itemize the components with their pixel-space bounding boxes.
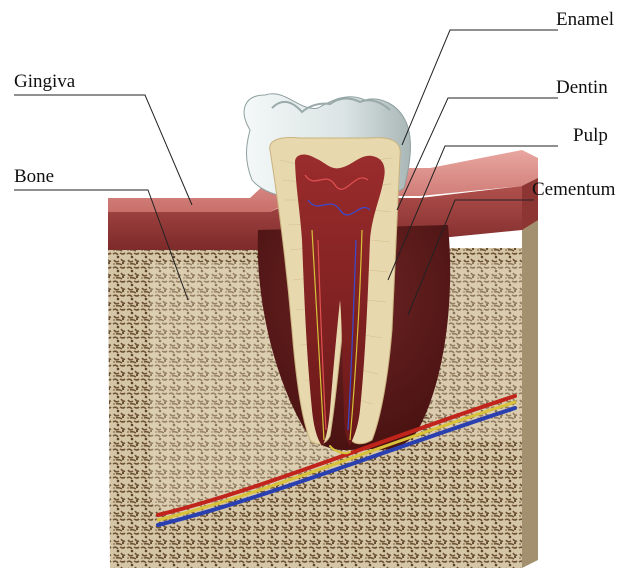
label-gingiva: Gingiva xyxy=(14,71,76,92)
label-dentin: Dentin xyxy=(556,77,608,98)
label-pulp: Pulp xyxy=(573,125,608,146)
label-bone: Bone xyxy=(14,166,54,187)
label-cementum: Cementum xyxy=(532,179,616,200)
label-enamel: Enamel xyxy=(556,9,614,30)
